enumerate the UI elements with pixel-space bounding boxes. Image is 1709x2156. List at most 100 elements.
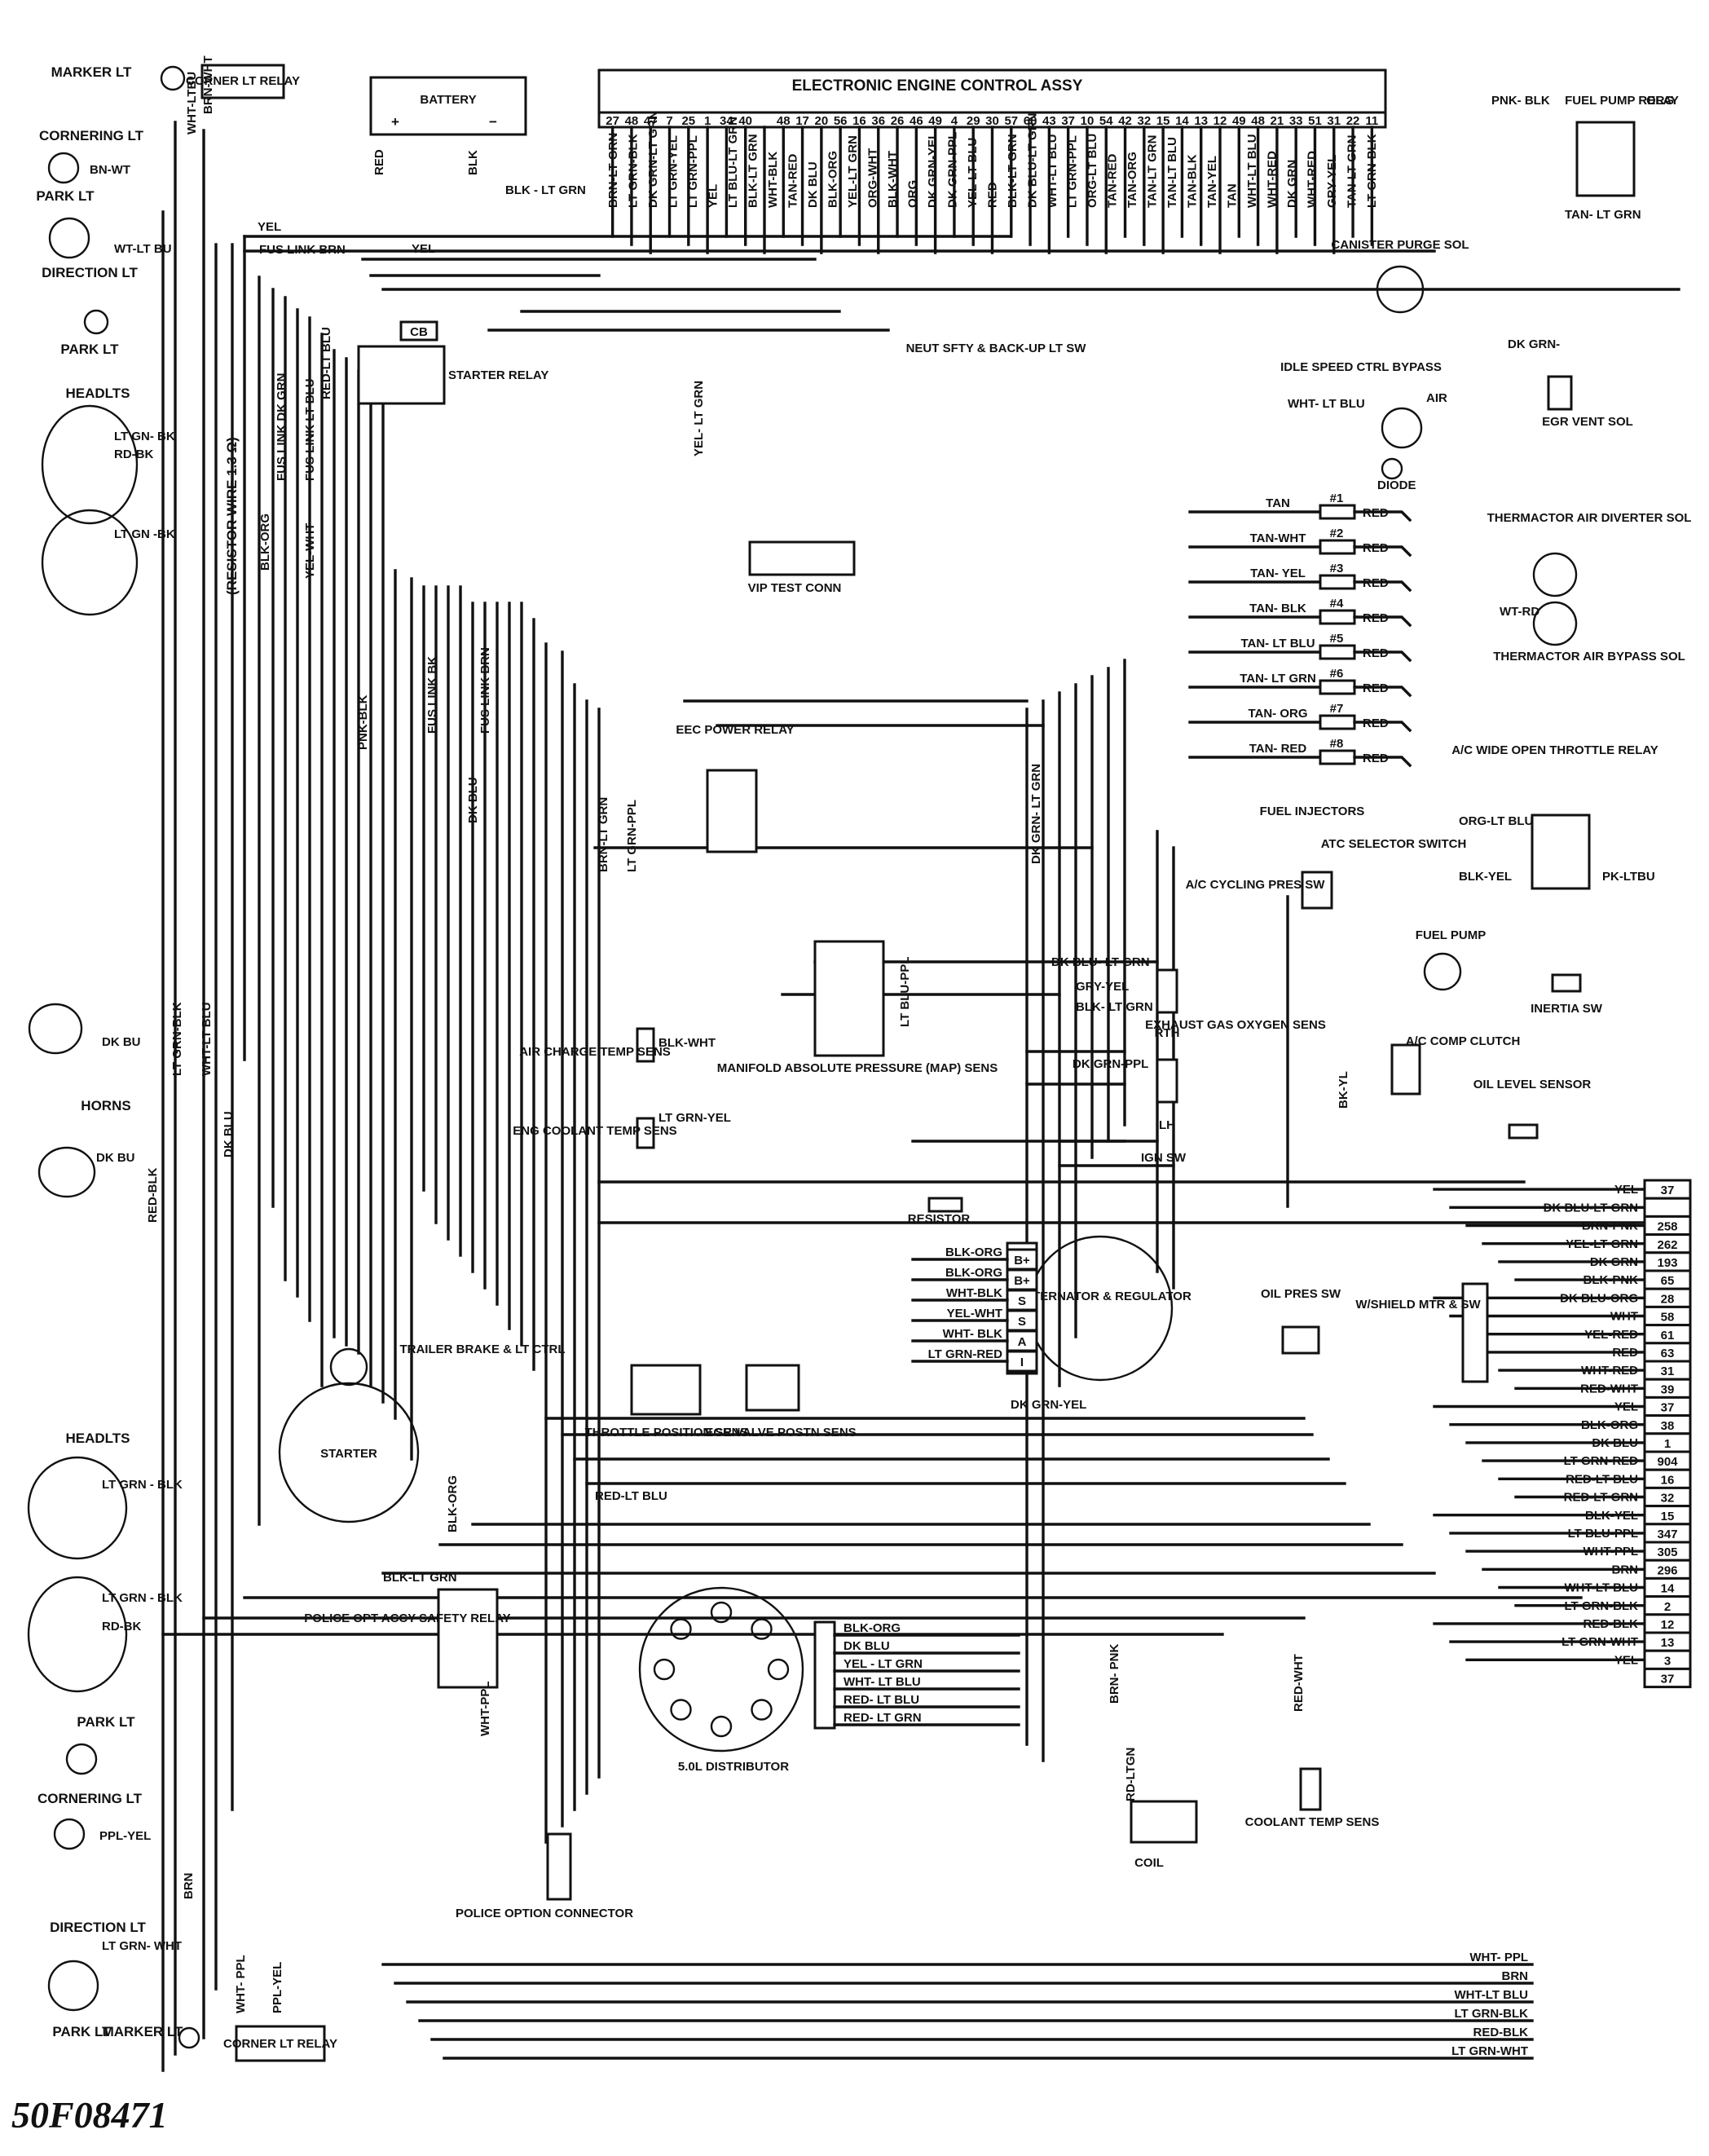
police-conn-label: POLICE OPTION CONNECTOR — [456, 1907, 633, 1920]
injector-number: #2 — [1330, 527, 1344, 540]
vip-test-label: VIP TEST CONN — [748, 581, 842, 595]
blk-lt-grn-label: BLK - LT GRN — [505, 183, 586, 197]
injector-number: #4 — [1330, 597, 1344, 611]
blk-lt-grn2-label: BLK- LT GRN — [1076, 1000, 1153, 1014]
canister-label: CANISTER PURGE SOL — [1331, 238, 1469, 252]
brn-wht-label: BRN-WHT — [201, 55, 215, 114]
fus-link-brn2-label: FUS LINK BRN — [478, 647, 492, 734]
yel-lt-grn-label: YEL- LT GRN — [692, 381, 706, 456]
alt-wire-label: WHT-BLK — [946, 1286, 1002, 1300]
trailer-brake-label: TRAILER BRAKE & LT CTRL — [399, 1343, 565, 1356]
red-battery-label: RED — [372, 149, 386, 175]
eec-pin: 57 — [1004, 114, 1018, 128]
blk-lt-grn3-label: BLK-LT GRN — [383, 1571, 457, 1585]
throttle-pos-label: THROTTLE POSITION SENS — [585, 1426, 749, 1440]
starter-label: STARTER — [320, 1447, 377, 1461]
connector-wire-label: WHT — [1610, 1310, 1638, 1324]
dist-wire-label: YEL - LT GRN — [843, 1657, 923, 1671]
ac-cycling-label: A/C CYCLING PRES SW — [1186, 878, 1326, 892]
eng-coolant-label: ENG COOLANT TEMP SENS — [513, 1124, 676, 1138]
alt-wire-label: BLK-ORG — [945, 1266, 1002, 1280]
thermactor-byp-label: THERMACTOR AIR BYPASS SOL — [1493, 650, 1685, 664]
wshield-label: W/SHIELD MTR & SW — [1355, 1298, 1481, 1312]
lt-gn-bk-label: LT GN- BK — [114, 430, 175, 443]
injector-number: #5 — [1330, 632, 1344, 646]
diode-label: DIODE — [1377, 478, 1416, 492]
injector-number: #1 — [1330, 492, 1344, 505]
injector-number: #6 — [1330, 667, 1344, 681]
misc-labels: RED BLK BLK - LT GRN FUS LINK BRN YEL YE… — [146, 55, 1674, 2013]
alt-terminal: I — [1020, 1356, 1024, 1369]
injector-wire-label: TAN- RED — [1249, 742, 1307, 756]
rd-bk-label: RD-BK — [114, 448, 153, 461]
lt-blu-ppl-label: LT BLU-PPL — [898, 957, 912, 1027]
cornering-lt-label-bottom: CORNERING LT — [37, 1791, 143, 1806]
dist-wire-label: BLK-ORG — [843, 1621, 901, 1635]
ign-sw-label: IGN SW — [1141, 1151, 1187, 1165]
injector-red-label: RED — [1363, 681, 1389, 695]
wht-ltbu-label: WHT-LTBU — [185, 72, 199, 134]
eec-pin: 13 — [1194, 114, 1208, 128]
connector-wire-label: LT GRN-BLK — [1564, 1599, 1638, 1613]
eec-wire-label: DK BLU-LT GRN — [1025, 113, 1039, 208]
connector-pin: 3 — [1664, 1654, 1671, 1668]
wht-ppl2-label: WHT- PPL — [234, 1955, 248, 2013]
fuel-injectors-label: FUEL INJECTORS — [1260, 805, 1365, 818]
eec-pin: 1 — [704, 114, 711, 128]
fuel-pump-relay-label: FUEL PUMP RELAY — [1565, 94, 1679, 108]
brn-pnk-label: BRN- PNK — [1108, 1644, 1121, 1704]
fus-link-dk-grn-label: FUS LINK DK GRN — [275, 373, 289, 482]
alt-terminal: A — [1018, 1335, 1027, 1349]
distributor-label: 5.0L DISTRIBUTOR — [678, 1760, 789, 1774]
wht-lt-blu-label-v: WHT-LT BLU — [200, 1002, 214, 1076]
connector-pin: 15 — [1661, 1510, 1675, 1523]
bottom-wire-label: WHT- PPL — [1469, 1951, 1528, 1964]
eec-wire-label: BLK-LT GRN — [747, 134, 760, 208]
connector-pin: 37 — [1661, 1184, 1675, 1197]
injector-wire-label: TAN — [1266, 496, 1290, 510]
blk-battery-label: BLK — [466, 150, 480, 175]
lt-grn-blk-label-3: LT GRN - BLK — [102, 1591, 183, 1605]
direction-lt-label-top: DIRECTION LT — [42, 265, 138, 280]
eec-pin: 25 — [681, 114, 695, 128]
alt-terminal: B+ — [1014, 1274, 1030, 1288]
dk-grn-label: DK GRN- — [1508, 337, 1560, 351]
wht-lt-blu2-label: WHT- LT BLU — [1288, 397, 1365, 411]
marker-lt-label-bottom: MARKER LT — [103, 2024, 183, 2039]
eec-pin: 40 — [738, 114, 752, 128]
blk-wht-label: BLK-WHT — [658, 1036, 716, 1050]
eec-pin: 48 — [777, 114, 791, 128]
resistor-wire-label: (RESISTOR WIRE 1.3 Ω) — [224, 437, 240, 595]
dk-bu-label-2: DK BU — [96, 1151, 135, 1165]
connector-wire-label: LT GRN-WHT — [1561, 1635, 1638, 1649]
connector-pin: 37 — [1661, 1673, 1675, 1686]
connector-pin: 347 — [1657, 1528, 1677, 1541]
injector-red-label: RED — [1363, 646, 1389, 660]
eec-pin: 7 — [666, 114, 672, 128]
corner-lt-relay-label-top: CORNER LT RELAY — [186, 74, 300, 88]
idle-speed-label: IDLE SPEED CTRL BYPASS — [1280, 360, 1442, 374]
eec-pin: 11 — [1365, 114, 1378, 128]
alternator-label: ALTERNATOR & REGULATOR — [1017, 1290, 1191, 1303]
connector-pin: 193 — [1657, 1256, 1677, 1270]
dk-grn-yel-label: DK GRN-YEL — [1011, 1398, 1086, 1412]
eec-pin: 20 — [815, 114, 829, 128]
eec-wire-label: WHT-RED — [1305, 151, 1319, 208]
eec-pin: 48 — [625, 114, 639, 128]
park-lt-label-top: PARK LT — [36, 188, 95, 204]
eec-pin: 51 — [1308, 114, 1322, 128]
dist-wire-label: RED- LT GRN — [843, 1711, 922, 1725]
connector-pin: 38 — [1661, 1419, 1675, 1433]
oil-pres-label: OIL PRES SW — [1261, 1287, 1341, 1301]
connector-pin: 13 — [1661, 1636, 1675, 1650]
eec-wire-label: GRY-YEL — [1325, 155, 1339, 208]
neut-sfty-label: NEUT SFTY & BACK-UP LT SW — [906, 342, 1087, 355]
connector-pin: 12 — [1661, 1618, 1675, 1632]
connector-pin: 31 — [1661, 1365, 1675, 1378]
eec-title: ELECTRONIC ENGINE CONTROL ASSY — [792, 77, 1083, 95]
rth-label: RTH — [1155, 1026, 1180, 1040]
